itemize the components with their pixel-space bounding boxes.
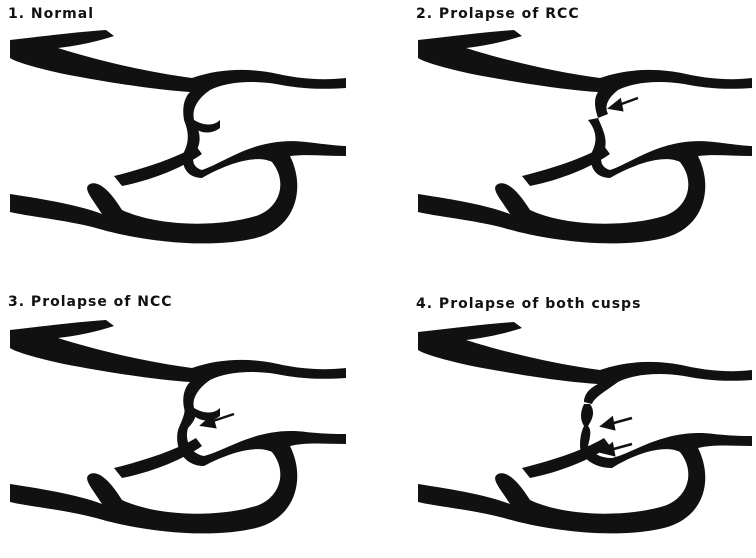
aortic-root-diagram <box>6 28 352 268</box>
upper-wall <box>10 320 346 408</box>
panel-prolapse-both-cusps: 4. Prolapse of both cusps <box>414 296 756 558</box>
cusp-junction <box>194 408 220 421</box>
sinus-wall <box>10 120 346 243</box>
upper-wall <box>10 30 346 120</box>
aortic-root-diagram <box>414 318 756 554</box>
panel-title: 4. Prolapse of both cusps <box>416 296 641 312</box>
aortic-root-diagram <box>6 316 352 556</box>
upper-wall <box>418 30 752 118</box>
panel-title: 3. Prolapse of NCC <box>8 294 173 310</box>
upper-wall <box>418 322 752 404</box>
sinus-wall <box>418 404 752 533</box>
panel-title: 1. Normal <box>8 6 94 22</box>
panel-prolapse-ncc: 3. Prolapse of NCC <box>6 294 354 556</box>
arrow-icon <box>610 98 638 110</box>
panel-title: 2. Prolapse of RCC <box>416 6 580 22</box>
arrow-icon <box>602 418 632 429</box>
panel-prolapse-rcc: 2. Prolapse of RCC <box>414 6 756 268</box>
sinus-wall <box>418 118 752 243</box>
panel-normal: 1. Normal <box>6 6 354 268</box>
sinus-wall <box>10 408 346 533</box>
aortic-root-diagram <box>414 28 756 268</box>
